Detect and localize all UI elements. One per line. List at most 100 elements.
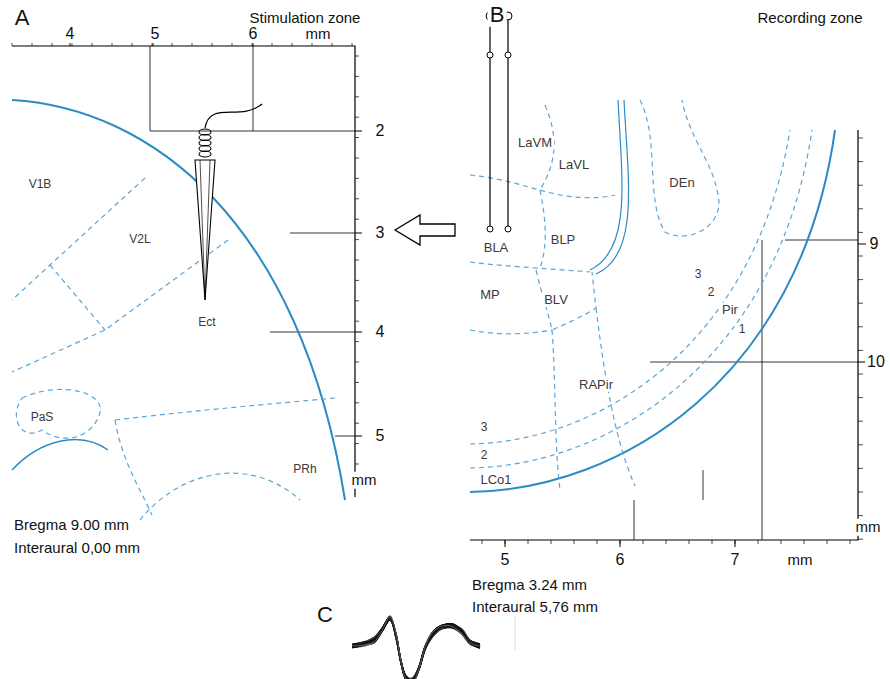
axis-tick	[332, 43, 333, 46]
region-label: BLP	[549, 233, 578, 247]
region-boundary	[552, 330, 560, 490]
spike-waveform	[352, 617, 480, 679]
panel-title: Stimulation zone	[248, 10, 363, 27]
axis-tick	[12, 43, 13, 46]
region-label: PRh	[291, 463, 318, 476]
axis-tick	[781, 540, 782, 544]
grid-line	[150, 46, 355, 131]
region-label: LCo1	[478, 473, 513, 487]
layer-number: 2	[706, 286, 717, 299]
spike-waveform	[352, 618, 480, 679]
region-boundary	[536, 270, 596, 330]
axis-tick	[52, 43, 53, 46]
axis-tick	[72, 43, 73, 46]
layer-number: 1	[737, 323, 748, 336]
axis-number: 3	[374, 224, 387, 242]
external-capsule	[596, 100, 629, 274]
axis-tick	[735, 540, 736, 547]
axis-tick	[355, 280, 359, 281]
spike-waveform	[352, 618, 480, 679]
spike-waveform	[352, 618, 480, 679]
spike-waveform	[352, 619, 480, 679]
spike-waveform	[352, 616, 480, 679]
spike-waveform	[352, 620, 480, 679]
axis-tick	[355, 464, 359, 465]
axis-number: 4	[64, 25, 77, 43]
axis-tick	[574, 540, 575, 544]
axis-tick	[272, 43, 273, 46]
recording-electrode	[490, 20, 508, 226]
axis-tick	[858, 397, 863, 398]
spike-waveform	[352, 620, 480, 679]
axis-tick	[620, 540, 621, 544]
axis-number: 6	[614, 551, 627, 569]
axis-tick	[112, 43, 113, 46]
axis-tick	[858, 232, 863, 233]
spike-waveform	[352, 618, 480, 679]
axis-unit: mm	[786, 552, 815, 569]
axis-tick	[355, 382, 359, 383]
spike-waveform	[352, 620, 480, 679]
direction-arrow	[395, 215, 455, 245]
axis-tick	[132, 43, 133, 46]
region-label: DEn	[667, 176, 696, 190]
axis-tick	[355, 137, 359, 138]
axis-tick	[858, 350, 863, 351]
axis-tick	[355, 56, 359, 57]
axis-tick	[858, 468, 863, 469]
region-boundary	[470, 175, 615, 198]
axis-tick	[32, 43, 33, 46]
axis-tick	[312, 43, 313, 46]
axis-number: 2	[374, 122, 387, 140]
region-boundary	[140, 473, 300, 520]
axis-tick	[172, 43, 173, 46]
region-boundary	[115, 420, 152, 515]
axis-unit: mm	[304, 26, 333, 43]
axis-tick	[858, 539, 863, 540]
axis-tick	[858, 492, 863, 493]
axis-tick	[355, 233, 362, 234]
region-boundary	[16, 389, 100, 438]
brain-outline	[470, 130, 835, 492]
scale-mark	[515, 617, 516, 650]
spike-waveform	[352, 618, 480, 679]
axis-tick	[355, 362, 359, 363]
layer-boundary	[470, 130, 790, 444]
axis-number: 5	[499, 551, 512, 569]
axis-tick	[212, 43, 213, 46]
axis-tick	[528, 540, 529, 544]
electrode-tip	[487, 52, 493, 58]
coordinate-note: Bregma 3.24 mm	[470, 577, 589, 594]
axis-tick	[858, 326, 863, 327]
axis-tick	[355, 219, 359, 220]
axis-tick	[735, 540, 736, 544]
axis-tick	[858, 138, 863, 139]
axis-frame	[12, 46, 355, 497]
axis-tick	[858, 256, 863, 257]
spike-waveform	[352, 617, 480, 679]
region-label: LaVM	[516, 136, 554, 150]
axis-tick	[505, 540, 506, 547]
grid-line	[634, 240, 762, 540]
spike-waveform	[352, 618, 480, 679]
axis-tick	[858, 515, 863, 516]
region-boundary	[540, 190, 545, 268]
spike-waveform	[352, 618, 480, 679]
spike-waveform	[352, 617, 480, 679]
axis-number: 9	[868, 235, 881, 253]
region-boundary	[12, 178, 145, 300]
axis-number: 5	[374, 427, 387, 445]
axis-tick	[192, 43, 193, 46]
panel-title: Recording zone	[755, 10, 864, 27]
electrode-coil	[199, 151, 211, 157]
axis-tick	[355, 76, 359, 77]
panel-letter: C	[315, 603, 335, 627]
region-label: BLV	[542, 293, 570, 307]
electrode-wire	[205, 104, 262, 128]
axis-tick	[597, 540, 598, 544]
axis-tick	[643, 540, 644, 544]
axis-tick	[551, 540, 552, 544]
electrode-tip	[505, 52, 511, 58]
axis-tick	[355, 341, 359, 342]
axis-tick	[505, 540, 506, 544]
